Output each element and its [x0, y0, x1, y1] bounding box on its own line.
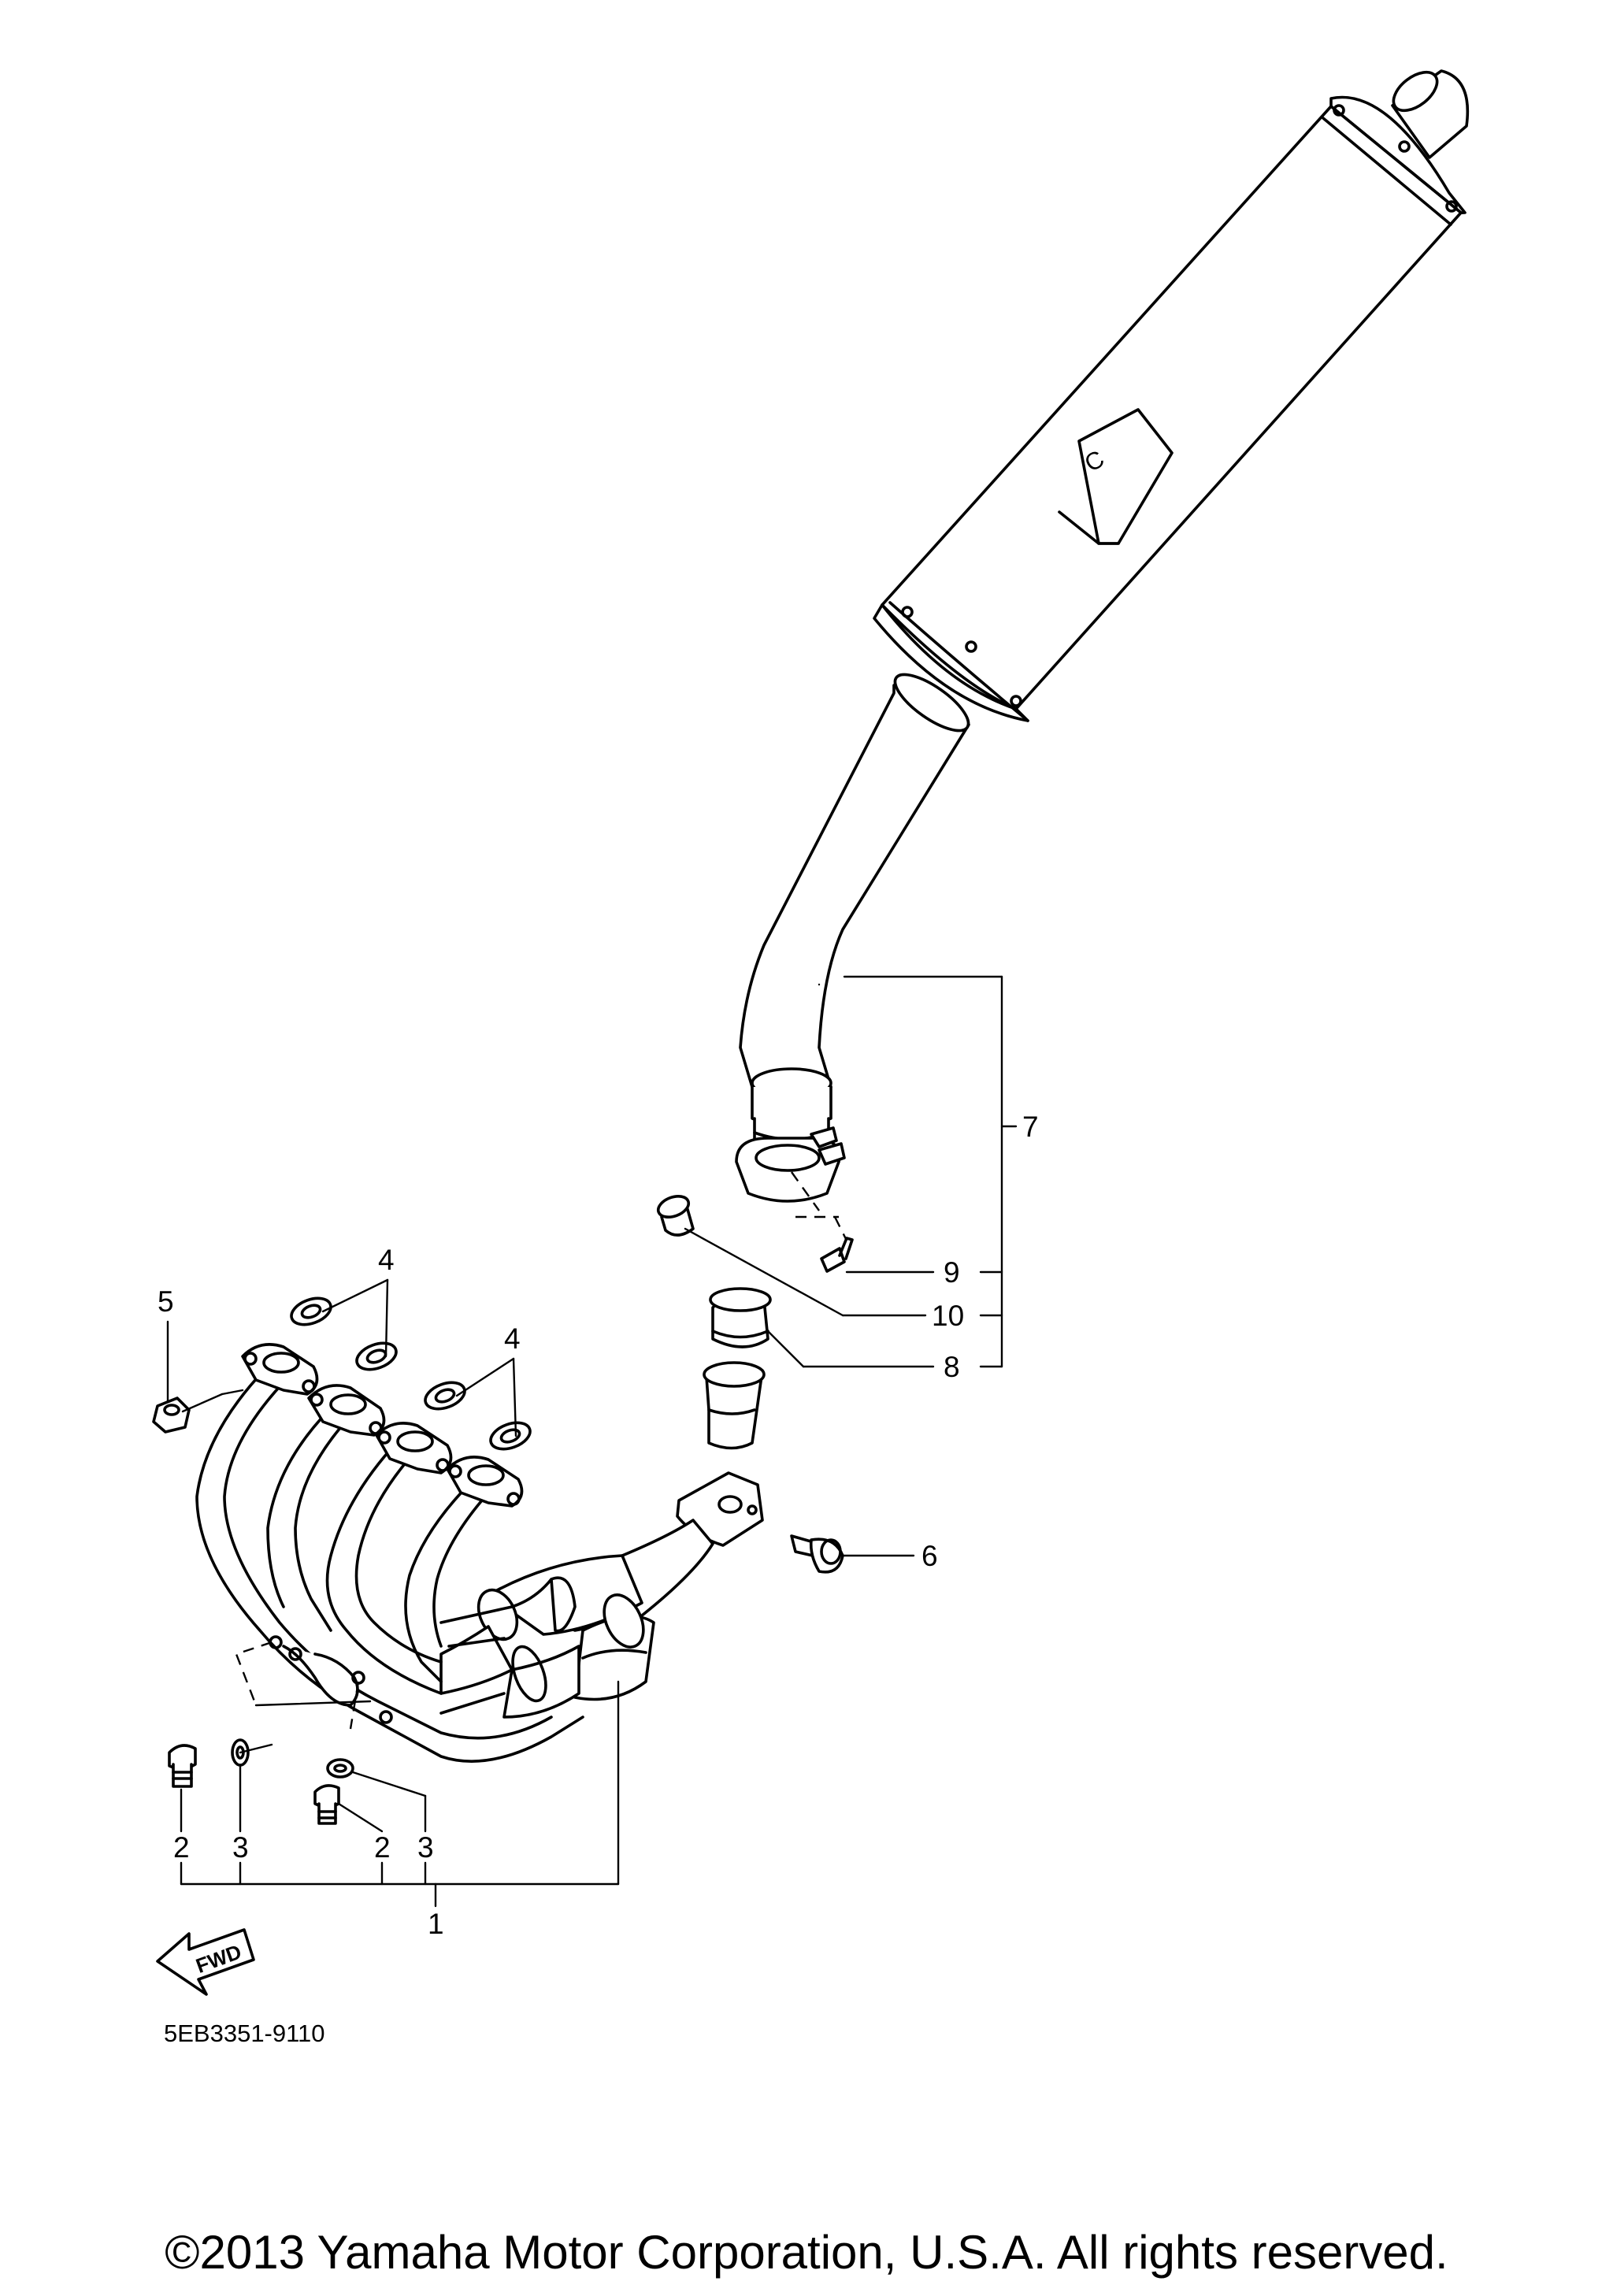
part-2-bolt-left	[168, 1744, 197, 1788]
callout-9: 9	[944, 1256, 960, 1289]
clamp	[735, 1126, 848, 1241]
callout-10: 10	[932, 1300, 964, 1332]
muffler: C	[873, 69, 1470, 722]
exhaust-header	[195, 1343, 766, 1763]
part-8-gasket	[709, 1287, 772, 1348]
callout-3-right: 3	[417, 1831, 434, 1864]
part-2-bolt-right	[313, 1784, 340, 1825]
part-6-bolt	[790, 1534, 844, 1574]
header-flanges	[241, 1343, 524, 1508]
callout-4-upper: 4	[378, 1244, 395, 1276]
callout-5: 5	[158, 1285, 174, 1318]
callout-7: 7	[1022, 1111, 1039, 1143]
part-9-screw	[820, 1237, 854, 1273]
diagram-code: 5EB3351-9110	[164, 2020, 325, 2047]
fwd-arrow-icon: FWD	[156, 1928, 255, 1996]
connecting-pipe	[739, 673, 970, 1176]
callout-2-right: 2	[374, 1831, 391, 1864]
part-3-washer-right	[326, 1758, 354, 1779]
callout-8: 8	[944, 1351, 960, 1383]
callout-1: 1	[428, 1908, 444, 1940]
part-5-nut	[152, 1397, 191, 1434]
callout-4-lower: 4	[504, 1322, 521, 1355]
part-10-grommet	[656, 1195, 695, 1237]
callout-2-left: 2	[173, 1831, 190, 1864]
leader-lines	[166, 975, 1018, 1908]
callout-6: 6	[921, 1540, 938, 1572]
callout-3-left: 3	[232, 1831, 249, 1864]
copyright-notice: ©2013 Yamaha Motor Corporation, U.S.A. A…	[165, 2226, 1448, 2279]
